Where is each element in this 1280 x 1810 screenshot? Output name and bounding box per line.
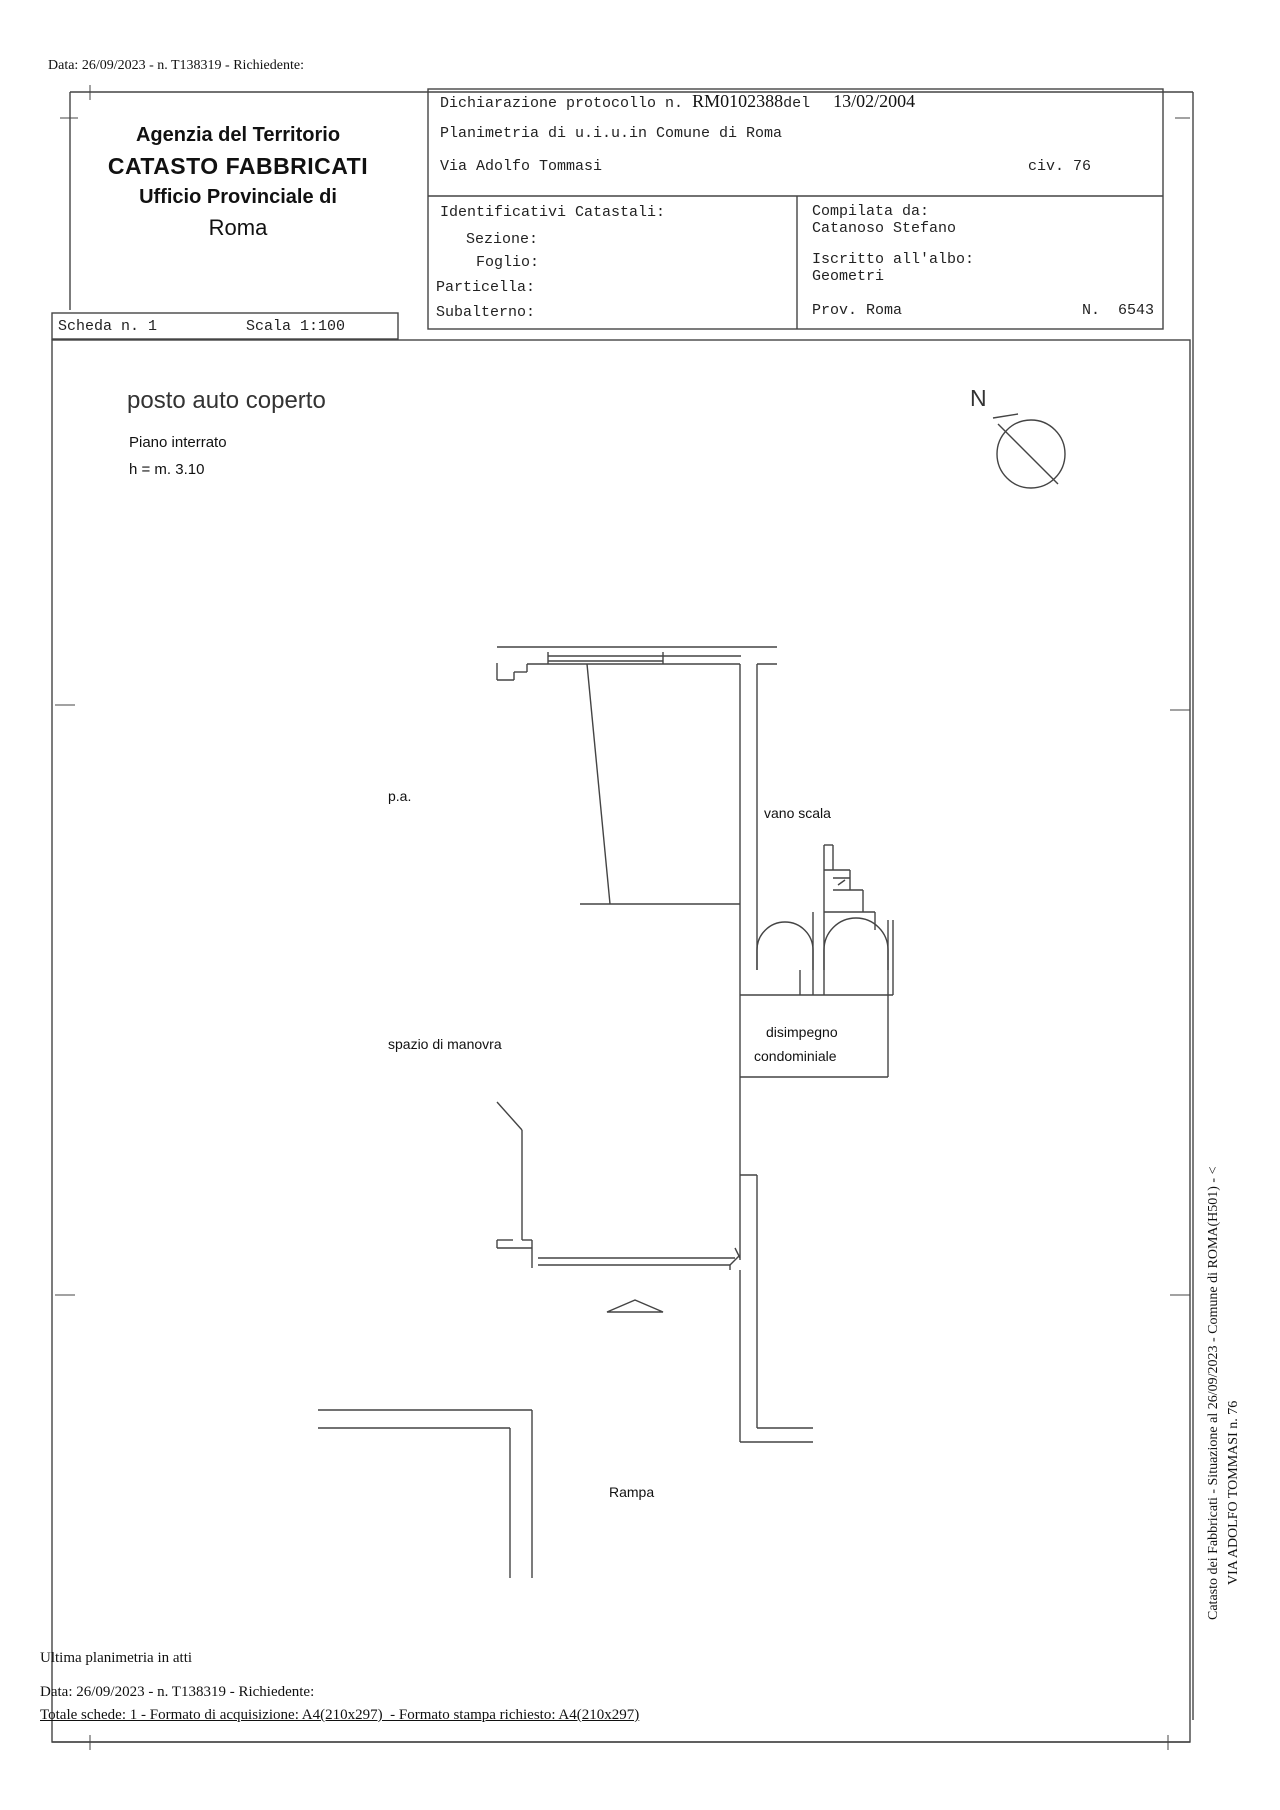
plan-title: posto auto coperto [127, 387, 326, 414]
footer-totale: Totale schede: 1 - Formato di acquisizio… [40, 1707, 640, 1723]
height-label: h = m. 3.10 [129, 461, 205, 478]
albo-value: Geometri [812, 268, 885, 285]
room-label-rampa: Rampa [609, 1484, 655, 1500]
compilata-name: Catanoso Stefano [812, 220, 957, 237]
side-caption-1: Catasto dei Fabbricati - Situazione al 2… [1206, 1166, 1221, 1621]
prov-label: Prov. Roma [812, 302, 903, 319]
identificativi-title: Identificativi Catastali: [440, 204, 666, 221]
subalterno-label: Subalterno: [436, 304, 536, 321]
side-caption-2: VIA ADOLFO TOMMASI n. 76 [1226, 1400, 1241, 1585]
room-label-spazio-manovra: spazio di manovra [388, 1036, 502, 1052]
scheda-label: Scheda n. 1 [58, 318, 158, 335]
agency-catasto: CATASTO FABBRICATI [107, 153, 369, 179]
declaration-date: 13/02/2004 [833, 91, 916, 111]
footer-ultima: Ultima planimetria in atti [40, 1650, 193, 1666]
floor-plan-walls [318, 646, 894, 1578]
north-label: N [970, 385, 987, 411]
compilata-label: Compilata da: [812, 203, 930, 220]
disimpegno-line2: condominiale [754, 1048, 837, 1064]
north-arrow-icon [992, 413, 1066, 489]
address-civic: civ. 76 [1028, 158, 1092, 175]
top-request-line: Data: 26/09/2023 - n. T138319 - Richiede… [48, 58, 304, 73]
declaration-line: Dichiarazione protocollo n. RM0102388del… [440, 91, 915, 112]
scala-label: Scala 1:100 [246, 318, 346, 335]
albo-number: N. 6543 [1082, 302, 1155, 319]
agency-block: Agenzia del Territorio CATASTO FABBRICAT… [78, 124, 398, 241]
albo-block: Iscritto all'albo: Geometri [812, 251, 974, 285]
room-label-disimpegno: disimpegno condominiale [754, 1020, 838, 1068]
address-street: Via Adolfo Tommasi [440, 158, 603, 175]
footer-data: Data: 26/09/2023 - n. T138319 - Richiede… [40, 1684, 315, 1700]
room-label-pa: p.a. [388, 788, 412, 804]
foglio-label: Foglio: [476, 254, 540, 271]
agency-name: Agenzia del Territorio [135, 124, 341, 146]
agency-city: Roma [208, 215, 268, 240]
frame-ticks [55, 85, 1190, 1750]
compilata-block: Compilata da: Catanoso Stefano [812, 203, 956, 237]
iscritto-label: Iscritto all'albo: [812, 251, 975, 268]
planimetria-line: Planimetria di u.i.u.in Comune di Roma [440, 125, 783, 142]
scheda-box [51, 312, 399, 340]
declaration-del: del [783, 95, 811, 112]
particella-label: Particella: [436, 279, 536, 296]
room-label-vano-scala: vano scala [764, 805, 831, 821]
sezione-label: Sezione: [466, 231, 539, 248]
disimpegno-line1: disimpegno [766, 1024, 838, 1040]
floor-label: Piano interrato [129, 434, 227, 451]
plan-frame [51, 339, 1191, 1743]
declaration-prefix: Dichiarazione protocollo n. [440, 95, 684, 112]
header-box [427, 88, 1164, 330]
declaration-number: RM0102388 [692, 91, 784, 111]
agency-office: Ufficio Provinciale di [139, 186, 337, 208]
